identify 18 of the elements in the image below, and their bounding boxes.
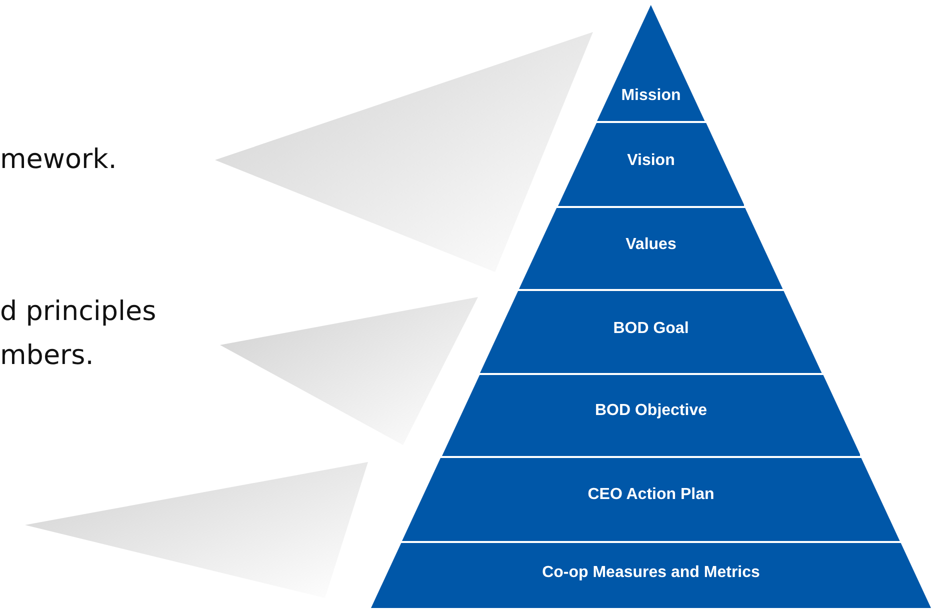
pyramid-tier	[442, 375, 860, 456]
description-text: d principles mbers.	[0, 295, 158, 373]
callout-wedge	[215, 32, 593, 272]
tier-label: Vision	[626, 152, 676, 170]
pyramid-tier	[558, 123, 744, 206]
pyramid-tier	[371, 543, 931, 608]
pyramid-tier	[597, 5, 705, 121]
pyramid-tier	[519, 208, 783, 289]
tier-label: Co-op Measures and Metrics	[541, 564, 761, 582]
tier-label: Values	[624, 236, 678, 254]
description-text: mework.	[0, 143, 118, 177]
pyramid-tier	[402, 458, 900, 541]
tier-label: CEO Action Plan	[586, 486, 716, 504]
callout-wedge	[220, 297, 478, 445]
pyramid-tier	[480, 291, 822, 373]
tier-label: Mission	[620, 87, 682, 105]
tier-label: BOD Goal	[612, 320, 690, 338]
tier-label: BOD Objective	[594, 402, 708, 420]
